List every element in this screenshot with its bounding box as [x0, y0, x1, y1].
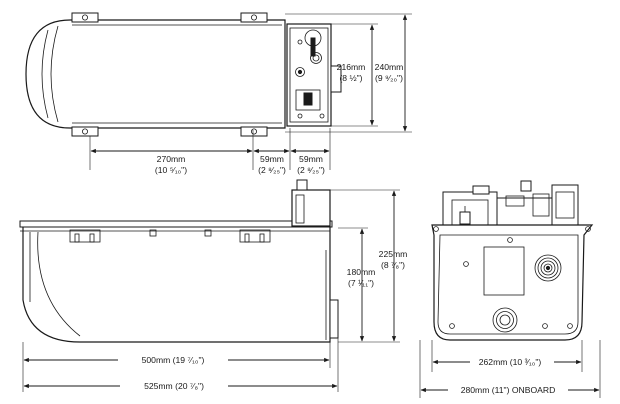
- side-view-horizontal-dimensions: 500mm (19 ⁷⁄₁₀") 525mm (20 ⁷⁄₈"): [22, 338, 339, 392]
- top-view-horizontal-dimensions: 270mm (10 ⁵⁄₁₀") 59mm (2 ⁸⁄₂₅") 59mm (2 …: [89, 128, 331, 175]
- dim-240-metric: 240mm: [375, 62, 404, 72]
- dim-59b-imperial: (2 ⁸⁄₂₅"): [297, 165, 325, 175]
- top-view-vertical-dimensions: 216mm (8 ½") 240mm (9 ⁹⁄₂₀"): [285, 13, 412, 133]
- dim-270-metric: 270mm: [157, 154, 186, 164]
- dim-500: 500mm (19 ⁷⁄₁₀"): [142, 355, 205, 365]
- front-view-outlet-fitting: [534, 254, 562, 282]
- dim-270-imperial: (10 ⁵⁄₁₀"): [155, 165, 187, 175]
- side-view-body: [22, 224, 331, 343]
- mounting-tab-top-right: [240, 12, 268, 23]
- mounting-tab-top-left: [71, 12, 99, 23]
- dim-216-metric: 216mm: [337, 62, 366, 72]
- dim-180-imperial: (7 ¹⁄₁₁"): [348, 278, 374, 288]
- dim-180-metric: 180mm: [347, 267, 376, 277]
- front-view-label-panel: [483, 246, 525, 296]
- dim-59b-metric: 59mm: [299, 154, 323, 164]
- dim-525: 525mm (20 ⁷⁄₈"): [144, 381, 204, 391]
- dim-225-imperial: (8 ⁷⁄₈"): [381, 260, 405, 270]
- dim-262: 262mm (10 ³⁄₁₀"): [479, 357, 542, 367]
- top-view: [25, 12, 342, 137]
- dim-216-imperial: (8 ½"): [339, 73, 362, 83]
- front-view-top-equipment: [442, 180, 579, 226]
- side-view-head: [291, 179, 331, 227]
- dim-59a-imperial: (2 ⁸⁄₂₅"): [258, 165, 286, 175]
- side-view-clips: [69, 229, 271, 243]
- side-view: [19, 179, 339, 343]
- front-view-horizontal-dimensions: 262mm (10 ³⁄₁₀") 280mm (11") ONBOARD: [419, 340, 601, 398]
- top-view-control-head: [286, 23, 342, 127]
- mounting-tab-bottom-right: [240, 126, 268, 137]
- dim-225-metric: 225mm: [379, 249, 408, 259]
- dim-240-imperial: (9 ⁹⁄₂₀"): [375, 73, 403, 83]
- side-view-vertical-dimensions: 180mm (7 ¹⁄₁₁") 225mm (8 ⁷⁄₈"): [330, 189, 408, 343]
- dim-59a-metric: 59mm: [260, 154, 284, 164]
- front-view-housing: [431, 224, 594, 341]
- front-view-inlet-fitting: [492, 307, 518, 333]
- side-view-connector: [329, 299, 339, 339]
- mounting-tab-bottom-left: [71, 126, 99, 137]
- front-view: [431, 180, 594, 341]
- top-view-body: [25, 19, 286, 129]
- dim-280: 280mm (11") ONBOARD: [461, 385, 556, 395]
